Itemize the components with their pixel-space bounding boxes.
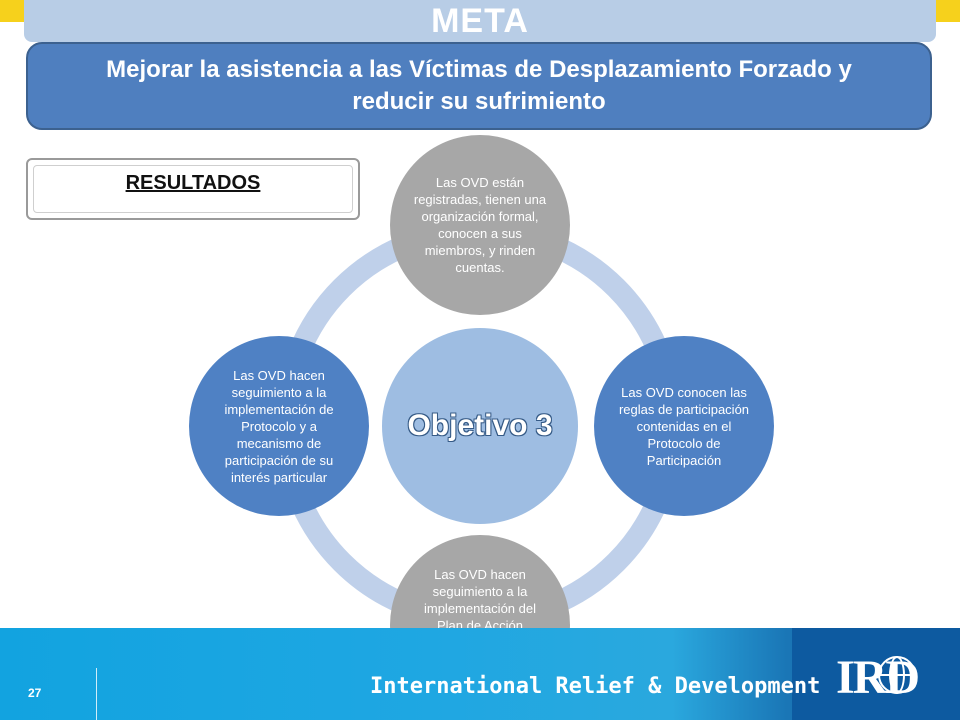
node-top-circle: Las OVD están registradas, tienen una or… [390, 135, 570, 315]
goal-statement: Mejorar la asistencia a las Víctimas de … [106, 56, 852, 115]
results-box-inner-border [33, 165, 353, 213]
node-top-text: Las OVD están registradas, tienen una or… [413, 175, 547, 275]
footer-logo-panel [792, 628, 960, 720]
page-number: 27 [28, 686, 42, 700]
node-left-text: Las OVD hacen seguimiento a la implement… [224, 367, 334, 485]
results-label: RESULTADOS [125, 172, 261, 194]
globe-icon [878, 656, 916, 694]
footer-band: 27 International Relief & Development IR… [0, 628, 960, 720]
meta-title-bar: META [24, 0, 936, 42]
center-objective-label: Objetivo 3 [407, 409, 553, 442]
node-right-circle: Las OVD conocen las reglas de participac… [594, 336, 774, 516]
center-objective-circle: Objetivo 3 [382, 328, 578, 524]
goal-statement-box: Mejorar la asistencia a las Víctimas de … [26, 42, 932, 130]
organization-name: International Relief & Development [370, 674, 821, 699]
footer-divider [96, 668, 97, 720]
meta-title: META [431, 1, 529, 40]
node-left-circle: Las OVD hacen seguimiento a la implement… [189, 336, 369, 516]
results-label-box: RESULTADOS [26, 158, 360, 220]
node-right-text: Las OVD conocen las reglas de participac… [618, 384, 750, 468]
